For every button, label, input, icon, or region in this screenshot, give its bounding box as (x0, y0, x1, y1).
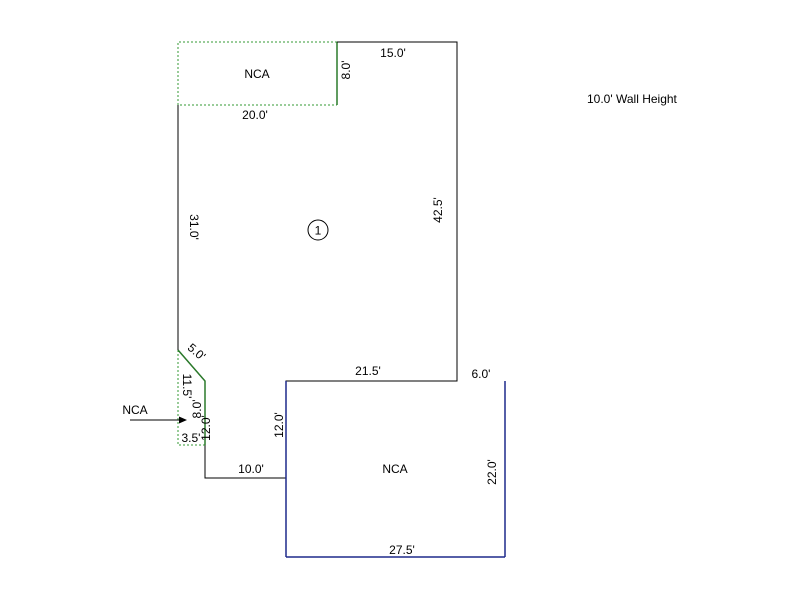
dim-step-width: 21.5' (355, 364, 381, 378)
dim-right-wall: 42.5' (431, 197, 445, 223)
dim-left-lower-wall: 12.0' (199, 415, 213, 441)
main-room-outline (177, 41, 458, 479)
dim-bottom-left-width: 10.0' (238, 462, 264, 476)
left-nca-dashed-outline (177, 350, 205, 446)
top-nca-label: NCA (244, 67, 269, 81)
dim-bottom-nca-width: 27.5' (389, 543, 415, 557)
room-number: 1 (315, 224, 322, 238)
dim-bottom-nca-height: 22.0' (485, 459, 499, 485)
dim-diagonal: 5.0' (185, 340, 209, 363)
dim-left-nca-height: 8.0' (190, 400, 204, 419)
left-nca-green-edge (177, 349, 206, 445)
left-nca-arrow-head (179, 416, 187, 424)
left-nca-label: NCA (122, 403, 147, 417)
dim-left-wall: 31.0' (187, 214, 201, 240)
wall-height-label: 10.0' Wall Height (587, 92, 678, 106)
dim-top-nca-height: 8.0' (339, 61, 353, 80)
dim-step-height: 12.0' (272, 412, 286, 438)
top-nca-dashed-outline (177, 41, 337, 106)
dim-top-right-width: 15.0' (380, 46, 406, 60)
dim-top-nca-width: 20.0' (242, 108, 268, 122)
room-number-circle (307, 219, 329, 241)
bottom-nca-label: NCA (382, 462, 407, 476)
dim-left-nca-slant: 11.5' (180, 374, 194, 399)
dim-right-offset: 6.0' (472, 367, 491, 381)
dim-left-nca-width: 3.5' (182, 431, 201, 445)
